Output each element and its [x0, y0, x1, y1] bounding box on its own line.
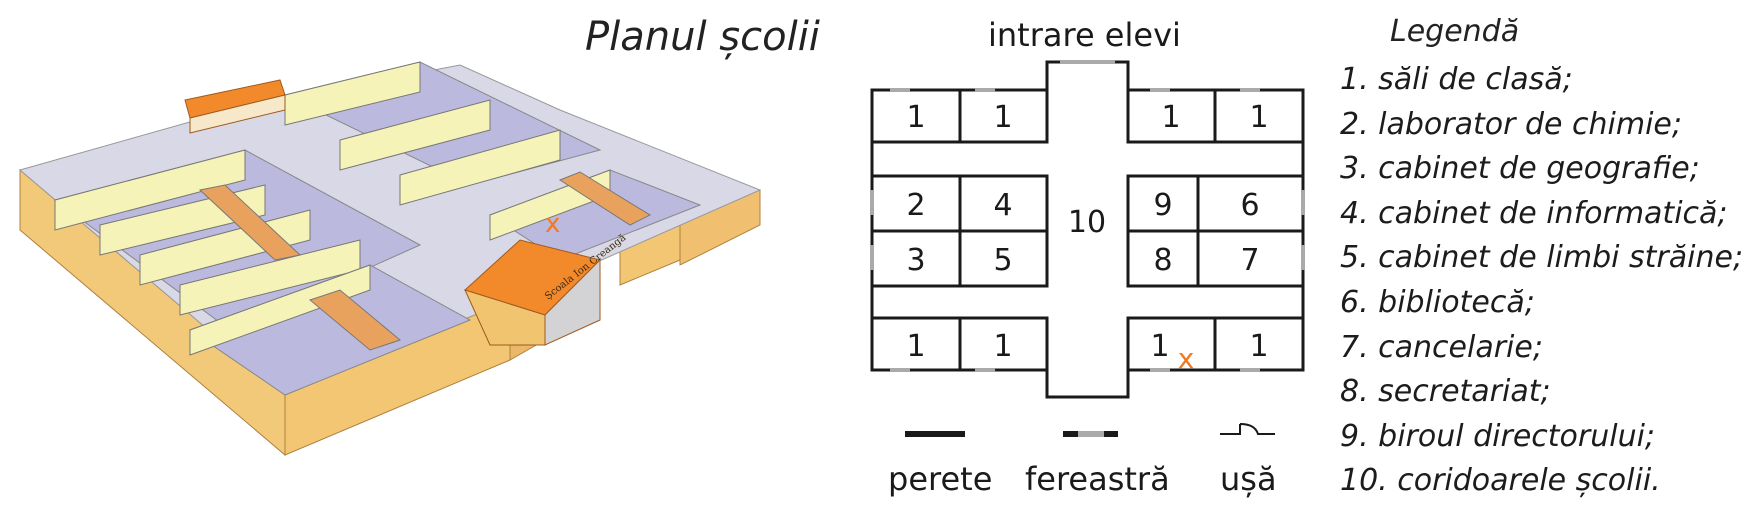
room-bl2 [958, 316, 1049, 372]
front-wing-wall [189, 264, 371, 356]
back-wing-wall-a [284, 61, 421, 126]
room-label-10: 10 [1068, 205, 1106, 240]
door-symbol [1220, 423, 1275, 435]
key-label-window: fereastră [1025, 460, 1170, 498]
room-label-9: 9 [1153, 188, 1172, 223]
marker-plan: x [1178, 342, 1195, 375]
room-br1 [1126, 316, 1217, 372]
room-label-br2: 1 [1249, 329, 1268, 364]
back-wing-wall-b [339, 99, 491, 171]
room-label-tl2: 1 [993, 100, 1012, 135]
room-label-4: 4 [993, 188, 1012, 223]
entrance-label: intrare elevi [988, 16, 1181, 54]
key-label-wall: perete [888, 460, 993, 498]
room-label-tr2: 1 [1249, 100, 1268, 135]
plan-windows [870, 60, 1305, 372]
page-title: Planul școlii [585, 14, 820, 60]
right-wing-divider [558, 171, 652, 226]
room-label-tr1: 1 [1161, 100, 1180, 135]
room-5 [958, 229, 1049, 288]
legend-item: 4. cabinet de informatică; [1340, 195, 1728, 231]
legend-item: 5. cabinet de limbi străine; [1340, 240, 1744, 276]
plan-labels: 1 1 1 1 2 4 3 5 10 9 6 8 7 1 1 1 1 [906, 100, 1268, 364]
legend-item: 3. cabinet de geografie; [1340, 151, 1700, 187]
legend-item: 9. biroul directorului; [1340, 418, 1656, 454]
room-label-5: 5 [993, 243, 1012, 278]
legend-title: Legendă [1390, 14, 1520, 49]
room-label-2: 2 [906, 188, 925, 223]
front-wing-divider [308, 289, 402, 351]
room-label-3: 3 [906, 243, 925, 278]
legend-item: 1. săli de clasă; [1340, 62, 1573, 97]
room-label-br1: 1 [1150, 329, 1169, 364]
key-symbols [905, 423, 1275, 437]
front-entrance-face [544, 258, 601, 346]
legend-item: 8. secretariat; [1340, 374, 1551, 410]
room-tl2 [958, 88, 1049, 144]
key-label-door: ușă [1220, 460, 1277, 498]
left-wing-room-a [54, 149, 246, 231]
marker-3d: x [545, 209, 560, 239]
room-label-bl2: 1 [993, 329, 1012, 364]
room-label-bl1: 1 [906, 329, 925, 364]
room-label-7: 7 [1240, 243, 1259, 278]
school-3d-illustration: Școala Ion Creangă x [18, 61, 762, 457]
back-entrance-front [189, 94, 286, 134]
room-label-tl1: 1 [906, 100, 925, 135]
legend-list: 1. săli de clasă; 2. laborator de chimie… [1340, 58, 1743, 504]
legend-item: 10. coridoarele școlii. [1340, 463, 1661, 499]
legend-item: 6. bibliotecă; [1340, 284, 1535, 320]
back-wing-wall-c [399, 129, 561, 206]
legend-item: 7. cancelarie; [1340, 329, 1543, 365]
left-wing-divider [198, 184, 302, 261]
floor-plan [870, 60, 1305, 399]
room-label-6: 6 [1240, 188, 1259, 223]
room-label-8: 8 [1153, 243, 1172, 278]
legend-item: 2. laborator de chimie; [1340, 106, 1682, 142]
